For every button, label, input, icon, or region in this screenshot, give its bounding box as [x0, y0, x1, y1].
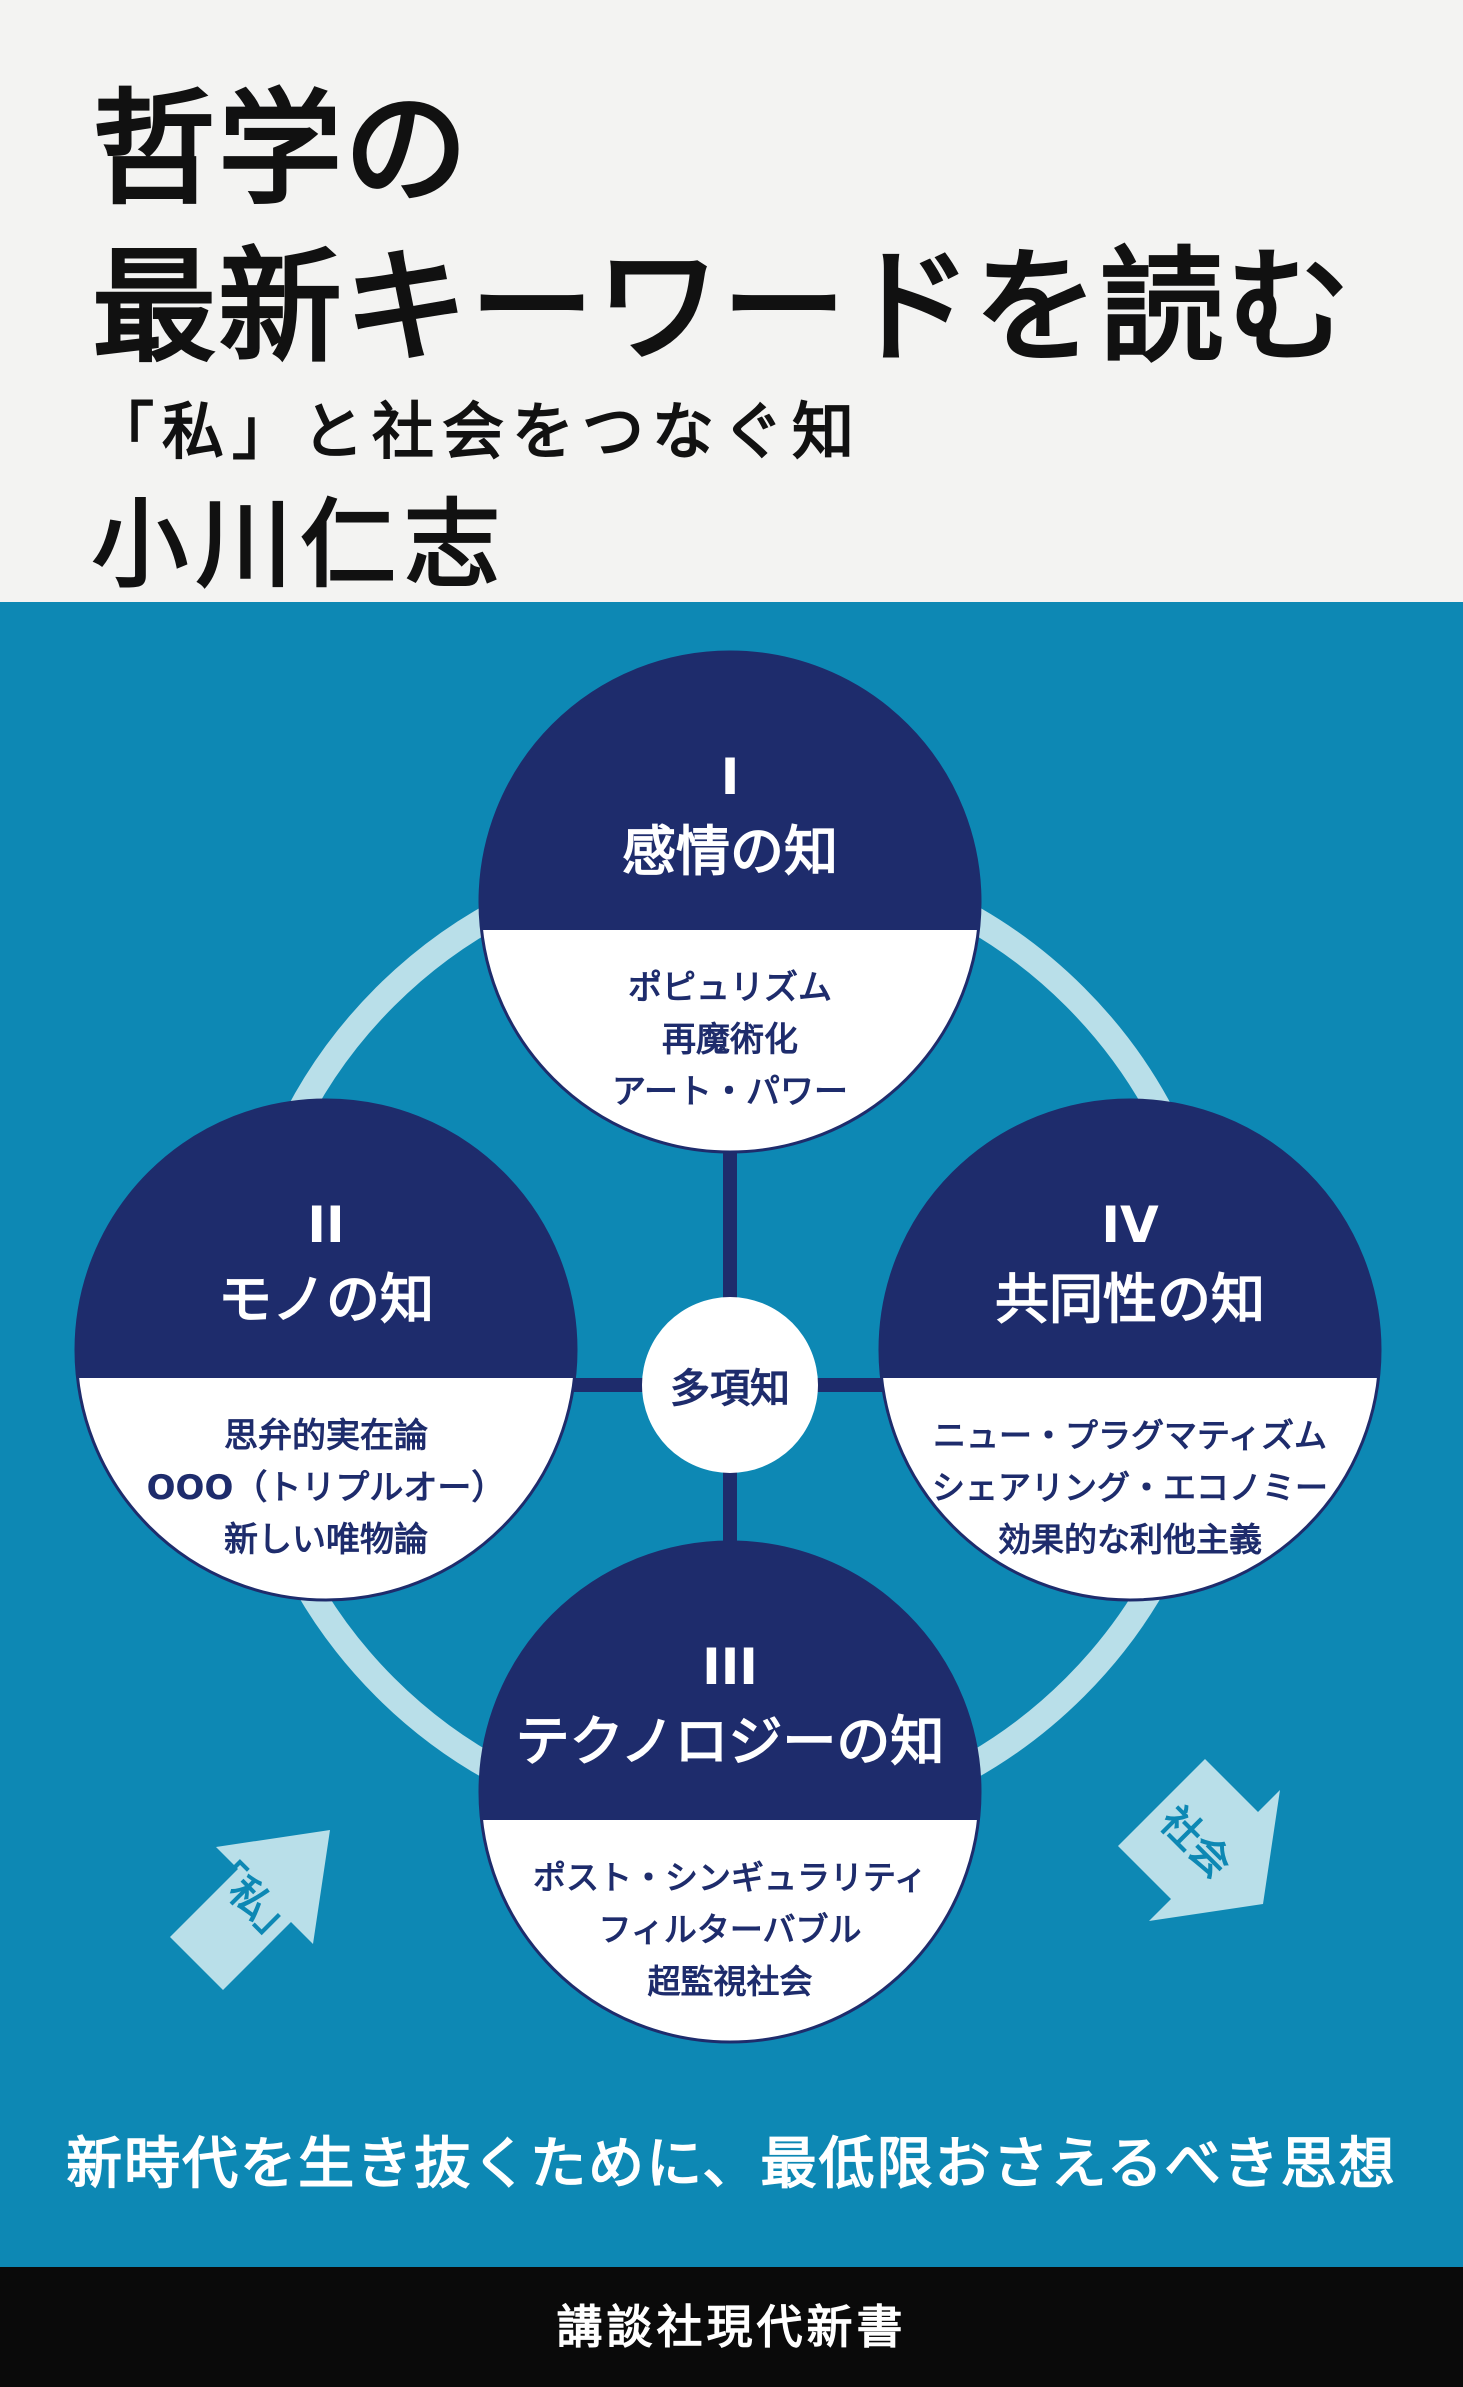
circle-technology-title: テクノロジーの知: [516, 1710, 945, 1773]
arrow-right-shakai: 社会: [1118, 1759, 1280, 1921]
circle-emotion: I 感情の知 ポピュリズム 再魔術化 アート・パワー: [478, 650, 982, 1154]
circle-things-numeral: II: [307, 1196, 344, 1254]
center-label: 多項知: [670, 1366, 790, 1412]
book-title-line-2: 最新キーワードを読む: [92, 236, 1353, 380]
circle-technology: III テクノロジーの知 ポスト・シンギュラリティ フィルターバブル 超監視社会: [478, 1540, 982, 2044]
circle-community-title: 共同性の知: [995, 1268, 1265, 1331]
circle-things-item: OOO（トリプルオー）: [147, 1468, 506, 1508]
circle-community-item: ニュー・プラグマティズム: [933, 1416, 1327, 1455]
publisher-label: 講談社現代新書: [556, 2300, 907, 2354]
arrow-left-watashi: 「私」: [170, 1830, 330, 1990]
circle-things: II モノの知 思弁的実在論 OOO（トリプルオー） 新しい唯物論: [74, 1098, 578, 1602]
circle-things-item: 思弁的実在論: [224, 1416, 428, 1456]
author-name: 小川仁志: [92, 489, 508, 601]
circle-things-title: モノの知: [218, 1268, 434, 1331]
book-subtitle: 「私」と社会をつなぐ知: [92, 395, 863, 468]
arrow-left-shape: [170, 1830, 330, 1990]
circle-technology-item: フィルターバブル: [598, 1910, 861, 1949]
publisher-band: 講談社現代新書: [0, 2267, 1463, 2387]
circle-technology-numeral: III: [702, 1638, 758, 1696]
center-circle: [642, 1297, 818, 1473]
circle-emotion-item: ポピュリズム: [628, 968, 832, 1008]
circle-community-item: 効果的な利他主義: [998, 1520, 1262, 1559]
circle-community: IV 共同性の知 ニュー・プラグマティズム シェアリング・エコノミー 効果的な利…: [878, 1098, 1382, 1602]
knowledge-diagram: 多項知 「私」 社会 I 感情の知 ポピュリズム 再魔術化 アート・パワー: [74, 650, 1382, 2044]
circle-technology-item: 超監視社会: [648, 1962, 813, 2001]
cover-diagram-area: 多項知 「私」 社会 I 感情の知 ポピュリズム 再魔術化 アート・パワー: [0, 602, 1463, 2267]
circle-emotion-numeral: I: [721, 748, 740, 806]
cover-header: 哲学の 最新キーワードを読む 「私」と社会をつなぐ知 小川仁志: [0, 0, 1463, 602]
circle-emotion-title: 感情の知: [622, 820, 838, 883]
circle-community-numeral: IV: [1101, 1196, 1159, 1254]
circle-emotion-item: アート・パワー: [612, 1072, 848, 1112]
book-title-line-1: 哲学の: [92, 78, 471, 222]
circle-technology-item: ポスト・シンギュラリティ: [533, 1858, 927, 1897]
arrow-right-shape: [1118, 1759, 1280, 1921]
circle-community-item: シェアリング・エコノミー: [932, 1468, 1328, 1507]
cover-tagline: 新時代を生き抜くために、最低限おさえるべき思想: [66, 2132, 1397, 2197]
circle-emotion-item: 再魔術化: [662, 1020, 798, 1060]
circle-things-item: 新しい唯物論: [224, 1520, 428, 1560]
